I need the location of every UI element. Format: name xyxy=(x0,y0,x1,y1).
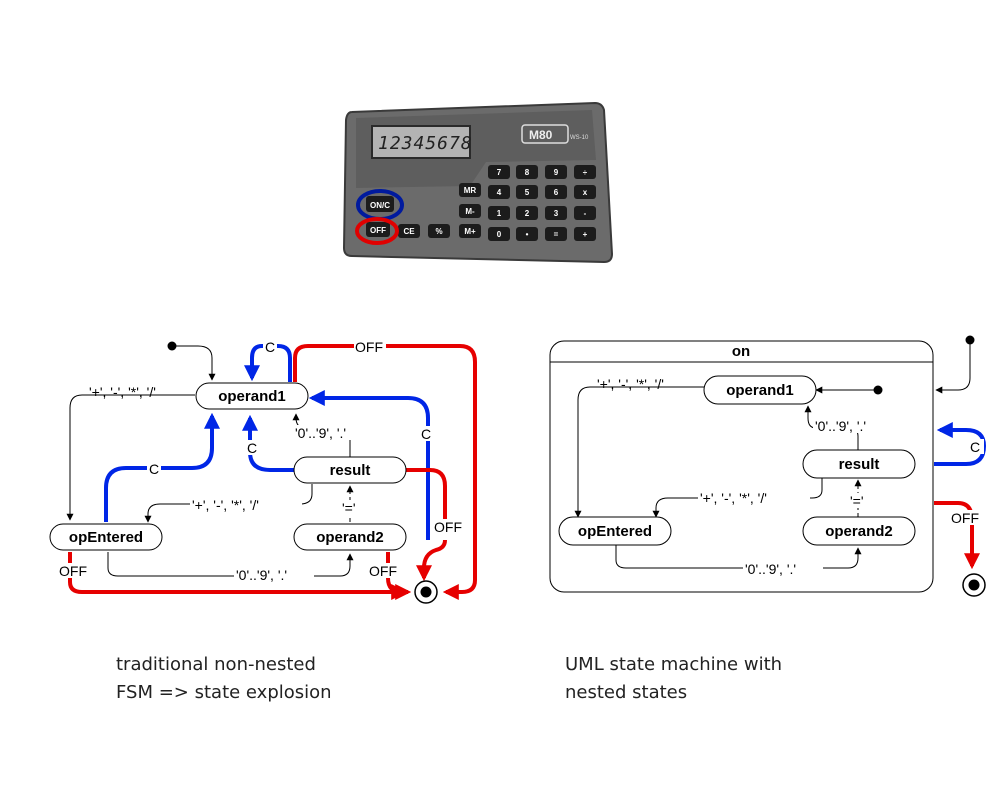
svg-text:opEntered: opEntered xyxy=(69,529,143,546)
svg-text:5: 5 xyxy=(525,188,530,197)
left-diagram: operand1 result opEntered operand2 OFF C… xyxy=(49,339,477,604)
svg-text:•: • xyxy=(526,230,529,239)
svg-text:7: 7 xyxy=(497,168,502,177)
svg-text:operand2: operand2 xyxy=(316,529,384,546)
mrc-key xyxy=(459,183,481,197)
ops-transition-operand1 xyxy=(66,394,195,521)
svg-text:MR: MR xyxy=(464,186,477,195)
svg-text:C: C xyxy=(149,461,159,477)
off-key xyxy=(366,222,390,237)
left-caption: traditional non-nested FSM => state expl… xyxy=(116,651,332,707)
inner-initial-pseudostate xyxy=(873,385,883,395)
digits-transition-operand2 xyxy=(107,552,354,577)
state-operand1 xyxy=(195,382,309,410)
right-caption: UML state machine with nested states xyxy=(565,651,782,707)
svg-text:OFF: OFF xyxy=(951,510,979,526)
svg-text:result: result xyxy=(839,456,880,473)
svg-text:OFF: OFF xyxy=(370,226,386,235)
svg-text:C: C xyxy=(265,339,275,355)
calculator-image: 12345678 M80 WS-10 xyxy=(342,101,614,264)
svg-text:'=': '=' xyxy=(342,500,356,516)
svg-text:OFF: OFF xyxy=(369,563,397,579)
r-ops-transition-operand1 xyxy=(574,386,704,518)
svg-text:8: 8 xyxy=(525,168,530,177)
svg-text:9: 9 xyxy=(554,168,559,177)
left-caption-line2: FSM => state explosion xyxy=(116,682,332,703)
outer-initial-pseudostate xyxy=(965,335,975,345)
model-label: WS-10 xyxy=(570,135,589,141)
svg-text:C: C xyxy=(421,426,431,442)
right-diagram: on operand1 result opEntere xyxy=(549,335,987,597)
svg-text:'+', '-', '*', '/': '+', '-', '*', '/' xyxy=(89,384,156,400)
svg-text:C: C xyxy=(247,440,257,456)
lcd-screen xyxy=(371,125,471,159)
svg-text:operand2: operand2 xyxy=(825,523,893,540)
svg-text:2: 2 xyxy=(525,209,530,218)
left-caption-line1: traditional non-nested xyxy=(116,654,316,675)
svg-text:'0'..'9', '.': '0'..'9', '.' xyxy=(295,425,346,441)
on-c-key xyxy=(366,196,394,212)
svg-text:ON/C: ON/C xyxy=(370,201,390,210)
state-operand2 xyxy=(293,523,407,551)
svg-text:%: % xyxy=(435,227,442,236)
svg-text:4: 4 xyxy=(497,188,502,197)
initial-transition xyxy=(172,345,216,381)
svg-text:3: 3 xyxy=(554,209,559,218)
svg-text:operand1: operand1 xyxy=(726,382,794,399)
svg-text:OFF: OFF xyxy=(434,519,462,535)
outer-initial-transition xyxy=(935,340,971,394)
svg-text:-: - xyxy=(584,209,587,218)
svg-text:operand1: operand1 xyxy=(218,388,286,405)
r-state-operand2 xyxy=(802,516,916,546)
c-transition-operand2 xyxy=(308,390,430,540)
svg-text:6: 6 xyxy=(554,188,559,197)
svg-text:opEntered: opEntered xyxy=(578,523,652,540)
svg-text:'+', '-', '*', '/': '+', '-', '*', '/' xyxy=(700,490,767,506)
svg-text:'+', '-', '*', '/': '+', '-', '*', '/' xyxy=(192,497,259,513)
state-result xyxy=(293,456,407,484)
percent-key xyxy=(428,224,450,238)
svg-text:M+: M+ xyxy=(464,227,476,236)
svg-text:M-: M- xyxy=(465,207,475,216)
off-transition-result xyxy=(416,539,447,582)
r-state-result xyxy=(802,449,916,479)
r-state-opentered xyxy=(558,516,672,546)
off-transition-operand1 xyxy=(293,344,477,600)
m-plus-key xyxy=(459,224,481,238)
svg-text:C: C xyxy=(970,439,980,455)
svg-text:0: 0 xyxy=(497,230,502,239)
svg-text:'=': '=' xyxy=(850,493,864,509)
superstate-on-label: on xyxy=(732,343,750,360)
svg-text:+: + xyxy=(583,230,588,239)
state-opentered xyxy=(49,523,163,551)
svg-text:'0'..'9', '.': '0'..'9', '.' xyxy=(236,567,287,583)
r-digits-transition-operand2 xyxy=(615,545,862,569)
lcd-display: 12345678 xyxy=(378,133,473,154)
svg-text:÷: ÷ xyxy=(583,168,588,177)
svg-text:'0'..'9', '.': '0'..'9', '.' xyxy=(745,561,796,577)
m-minus-key xyxy=(459,204,481,218)
ce-key xyxy=(398,224,420,238)
off-line-result xyxy=(405,468,447,526)
svg-text:result: result xyxy=(330,462,371,479)
right-caption-line2: nested states xyxy=(565,682,688,703)
svg-text:x: x xyxy=(583,188,588,197)
brand-logo: M80 xyxy=(529,128,553,142)
r-state-operand1 xyxy=(703,375,817,405)
svg-text:1: 1 xyxy=(497,209,502,218)
right-caption-line1: UML state machine with xyxy=(565,654,783,675)
svg-text:OFF: OFF xyxy=(59,563,87,579)
svg-text:OFF: OFF xyxy=(355,339,383,355)
svg-text:'0'..'9', '.': '0'..'9', '.' xyxy=(815,418,866,434)
svg-text:CE: CE xyxy=(403,227,415,236)
svg-text:'+', '-', '*', '/': '+', '-', '*', '/' xyxy=(597,376,664,392)
off-transition-opentered xyxy=(68,552,408,600)
svg-text:=: = xyxy=(554,230,559,239)
off-highlight xyxy=(355,217,399,245)
initial-pseudostate xyxy=(167,341,177,351)
